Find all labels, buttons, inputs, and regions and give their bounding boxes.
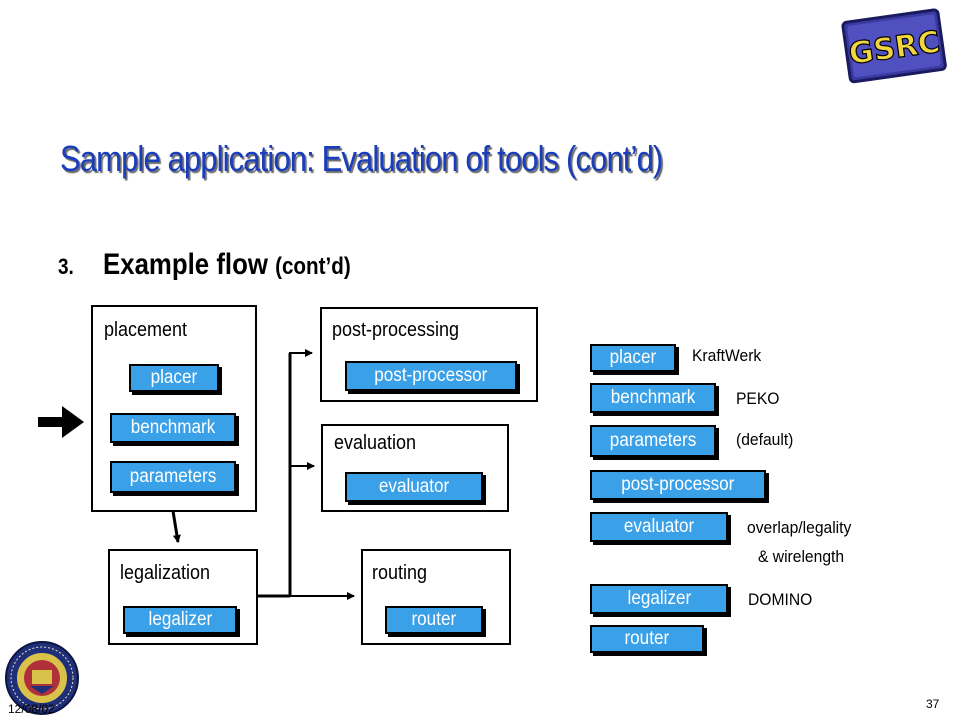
evaluator-chip: evaluator: [345, 472, 483, 502]
gsrc-logo-text: GSRC: [847, 25, 942, 72]
subtitle-main: Example flow: [103, 248, 276, 281]
legend-benchmark-chip: benchmark: [590, 383, 716, 413]
router-chip: router: [385, 606, 483, 634]
parameters-chip: parameters: [110, 461, 236, 493]
legend-benchmark-value: PEKO: [736, 389, 780, 408]
legend-post-processor-chip: post-processor: [590, 470, 766, 500]
legend-router-chip: router: [590, 625, 704, 653]
evaluation-label: evaluation: [334, 432, 417, 454]
routing-label: routing: [372, 562, 428, 584]
legend-parameters-value: (default): [736, 430, 794, 449]
slide-title: Sample application: Evaluation of tools …: [60, 138, 663, 180]
subtitle-cont: (cont’d): [275, 253, 351, 280]
legalizer-chip: legalizer: [123, 606, 237, 634]
subtitle-number: 3.: [58, 254, 74, 279]
title-cont: (cont’d): [566, 138, 663, 179]
input-arrow-icon: [38, 406, 84, 438]
placer-chip: placer: [129, 364, 219, 392]
post-processor-chip: post-processor: [345, 361, 517, 391]
legend-parameters-chip: parameters: [590, 425, 716, 457]
title-main: Sample application: Evaluation of tools: [60, 138, 567, 179]
university-of-michigan-seal-icon: [5, 641, 79, 715]
legend-legalizer-chip: legalizer: [590, 584, 728, 614]
gsrc-logo-icon: GSRC: [841, 8, 947, 84]
legend-evaluator-value: overlap/legality: [747, 518, 852, 537]
footer-date: 12/08/02: [8, 702, 55, 716]
subtitle: 3. Example flow (cont’d): [58, 248, 351, 282]
legend-placer-value: KraftWerk: [692, 346, 762, 365]
arrow-placement-to-legalization: [171, 510, 181, 543]
legend-legalizer-value: DOMINO: [748, 590, 813, 609]
placement-label: placement: [104, 319, 188, 341]
legend-evaluator-value2: & wirelength: [758, 547, 845, 566]
legend-evaluator-chip: evaluator: [590, 512, 728, 542]
legend-placer-chip: placer: [590, 344, 676, 372]
post-processing-label: post-processing: [332, 319, 460, 341]
benchmark-chip: benchmark: [110, 413, 236, 443]
legalization-label: legalization: [120, 562, 211, 584]
page-number: 37: [926, 697, 940, 711]
